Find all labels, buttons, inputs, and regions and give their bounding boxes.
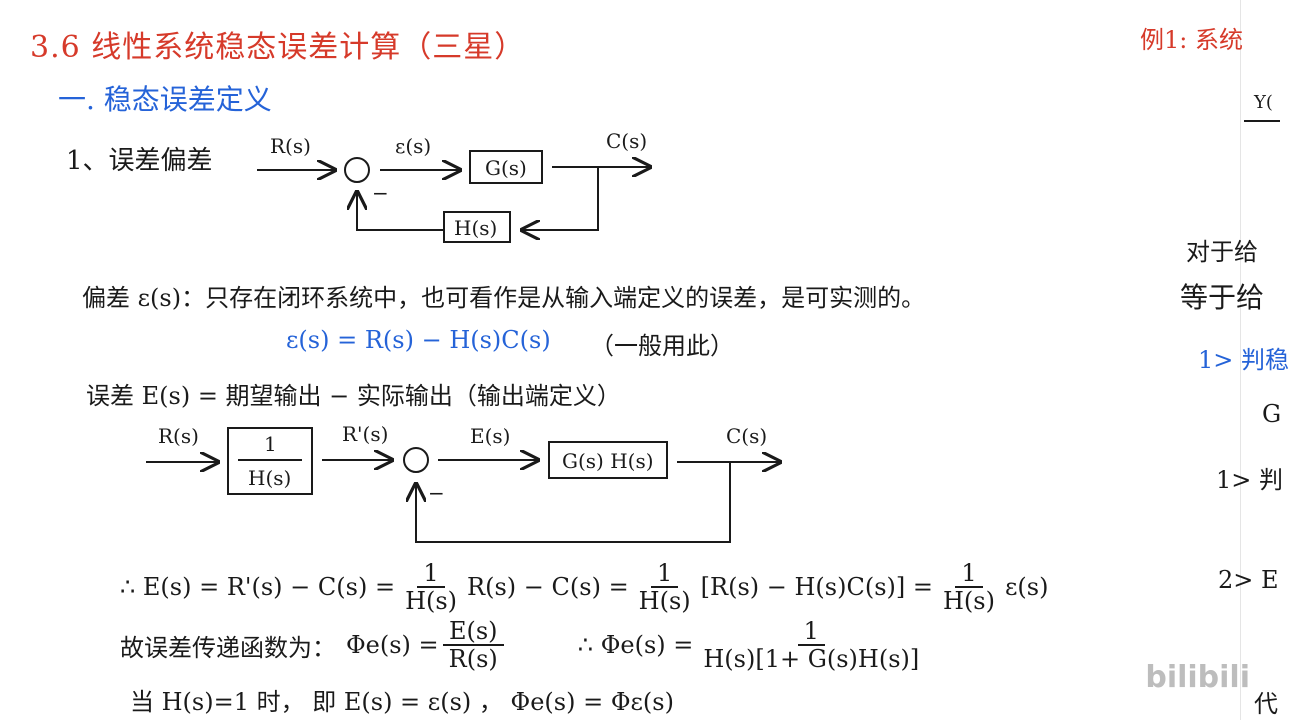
transfer-denominator: R(s) xyxy=(448,645,498,673)
edge-line-4: G xyxy=(1262,400,1282,428)
special-case: 当 H(s)=1 时， 即 E(s) = ε(s) ， Φe(s) = Φε(s… xyxy=(130,688,674,716)
edge-example-title: 例1: 系统 xyxy=(1140,26,1243,54)
diagram-2: R(s) 1 H(s) R'(s) − E(s) G(s) H(s) C(s) xyxy=(146,422,780,543)
section-heading: 一. 稳态误差定义 xyxy=(58,83,272,116)
fraction-3-numerator: 1 xyxy=(955,560,983,588)
d2-pre-denominator: H(s) xyxy=(248,466,291,490)
page-divider xyxy=(1240,0,1241,720)
page-title: 3.6 线性系统稳态误差计算（三星） xyxy=(30,30,526,65)
edge-y-label: Y( xyxy=(1254,92,1273,113)
d1-minus-sign: − xyxy=(372,181,389,205)
bias-formula: ε(s) = R(s) − H(s)C(s) xyxy=(286,326,551,354)
d1-feedback-block: H(s) xyxy=(454,216,497,240)
derivation-prefix: ∴ E(s) = R'(s) − C(s) = xyxy=(120,573,396,601)
fraction-3-denominator: H(s) xyxy=(942,587,995,615)
edge-line-2: 等于给 xyxy=(1180,281,1265,314)
transfer-2-numerator: 1 xyxy=(797,618,825,646)
d1-summing-junction xyxy=(344,157,370,183)
d2-mid-label: R'(s) xyxy=(342,422,388,446)
transfer-numerator: E(s) xyxy=(442,618,504,646)
d2-input-label: R(s) xyxy=(158,424,199,448)
edge-line-7: 代 xyxy=(1254,690,1278,718)
fraction-1-numerator: 1 xyxy=(417,560,445,588)
d2-pre-numerator: 1 xyxy=(264,432,277,456)
transfer-therefore: ∴ Φe(s) = xyxy=(577,631,694,659)
d1-forward-block: G(s) xyxy=(485,156,527,180)
transfer-fraction: E(s)R(s) xyxy=(442,618,504,673)
edge-fraction-bar xyxy=(1244,120,1280,122)
fraction-1-denominator: H(s) xyxy=(405,587,458,615)
d1-input-label: R(s) xyxy=(270,134,311,158)
item-heading: 1、误差偏差 xyxy=(66,146,213,176)
bilibili-watermark: bilibili xyxy=(1145,660,1250,695)
d2-minus-sign: − xyxy=(428,481,445,505)
error-definition: 误差 E(s) = 期望输出 − 实际输出（输出端定义） xyxy=(86,382,621,410)
d2-error-label: E(s) xyxy=(470,424,510,448)
d2-forward-block: G(s) H(s) xyxy=(562,449,654,473)
derivation-bracket: [R(s) − H(s)C(s)] = xyxy=(700,573,933,601)
d1-error-label: ε(s) xyxy=(395,134,431,158)
fraction-2-denominator: H(s) xyxy=(638,587,691,615)
edge-line-1: 对于给 xyxy=(1186,238,1258,266)
d2-summing-junction xyxy=(403,447,429,473)
bias-definition: 偏差 ε(s)：只存在闭环系统中，也可看作是从输入端定义的误差，是可实测的。 xyxy=(82,284,926,312)
edge-line-6: 2> E xyxy=(1218,566,1279,594)
d1-output-label: C(s) xyxy=(606,129,647,153)
d2-output-label: C(s) xyxy=(726,424,767,448)
fraction-2-numerator: 1 xyxy=(651,560,679,588)
bias-note: （一般用此） xyxy=(590,332,734,360)
edge-line-5: 1> 判 xyxy=(1216,466,1284,494)
transfer-phi: Φe(s) = xyxy=(346,631,439,659)
derivation-tail: ε(s) xyxy=(1004,573,1049,601)
edge-line-3: 1> 判稳 xyxy=(1198,346,1289,374)
derivation-middle: R(s) − C(s) = xyxy=(467,573,629,601)
diagram-1: R(s) − ε(s) G(s) C(s) H(s) xyxy=(257,129,650,243)
transfer-label: 故误差传递函数为： xyxy=(120,633,336,662)
transfer-2-denominator: H(s)[1+ G(s)H(s)] xyxy=(703,645,920,673)
